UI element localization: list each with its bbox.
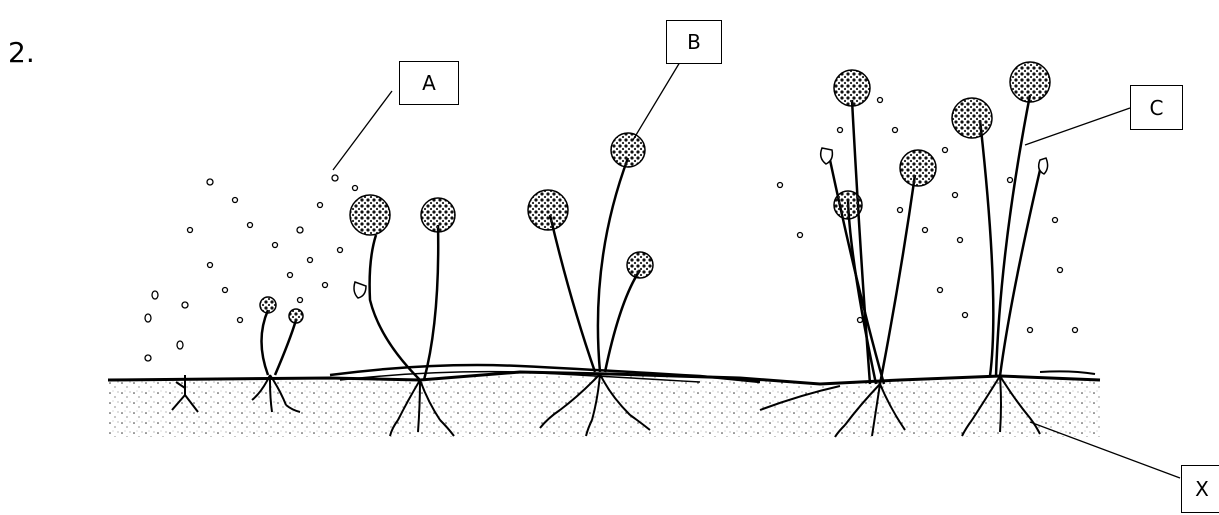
label-b: B <box>666 20 722 64</box>
spores <box>145 98 1078 362</box>
label-a: A <box>399 61 459 105</box>
stolon <box>1040 371 1095 374</box>
label-x: X <box>1181 465 1219 513</box>
empty-sporangium <box>1039 158 1048 174</box>
label-c: C <box>1130 85 1183 130</box>
empty-sporangium <box>354 282 366 298</box>
sporangia <box>260 62 1050 323</box>
sporangiophores <box>262 95 1041 384</box>
